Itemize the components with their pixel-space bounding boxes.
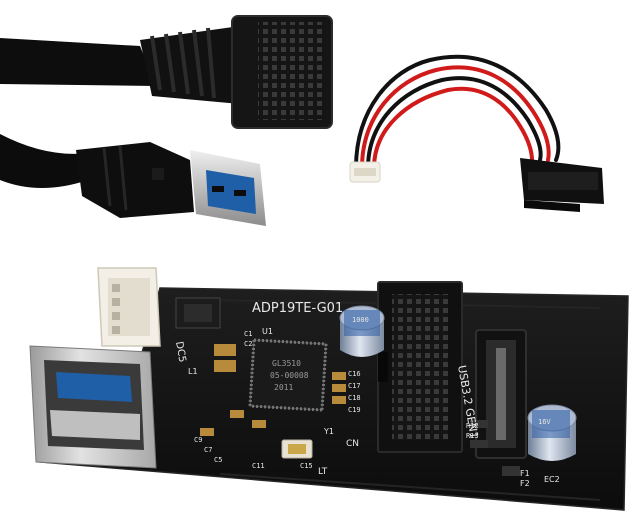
chip-marking-line-2: 05-00008 — [270, 371, 309, 380]
jst-connector — [349, 161, 381, 183]
silk-ec2: EC2 — [544, 475, 560, 484]
silk-c18: C18 — [348, 394, 361, 402]
internal-header-connector — [140, 15, 333, 129]
board-model-label: ADP19TE-G01 — [252, 301, 343, 316]
chip-marking-line-1: GL3510 — [272, 359, 301, 368]
flat-cable-upper — [0, 38, 156, 86]
usb-header-cable — [0, 15, 333, 226]
usb-a-port — [29, 345, 157, 469]
silk-y1: Y1 — [323, 427, 334, 436]
silk-f2: F2 — [520, 479, 530, 488]
silk-c17: C17 — [348, 382, 361, 390]
usb-port-tongue — [56, 372, 132, 402]
silk-c1: C1 — [244, 330, 252, 338]
silk-c15: C15 — [300, 462, 313, 470]
silk-dc5: DC5 — [173, 341, 187, 364]
silk-l1: L1 — [188, 367, 198, 376]
board-jst-connector — [97, 267, 161, 347]
power-wires — [354, 54, 561, 170]
key-a-port — [475, 329, 527, 459]
usb-a-plug — [76, 142, 266, 226]
header-grip-ribs — [150, 27, 216, 99]
silk-u1: U1 — [262, 327, 273, 336]
box-header-20pin — [377, 281, 463, 453]
hub-ic-chip: GL3510 05-00008 2011 — [248, 338, 328, 412]
smd-components — [175, 297, 520, 476]
usb-plug-tongue — [206, 170, 256, 214]
silk-c5: C5 — [214, 456, 222, 464]
silk-c19: C19 — [348, 406, 361, 414]
crystal-oscillator — [281, 439, 313, 459]
silk-c2: C2 — [244, 340, 252, 348]
capacitor-2 — [527, 404, 577, 461]
sata-power-cable — [349, 54, 604, 212]
silk-lt: LT — [318, 467, 328, 477]
capacitor-marking-1: 1000 — [352, 316, 369, 324]
silk-c11: C11 — [252, 462, 265, 470]
flat-cable-lower — [0, 134, 96, 188]
capacitor-1 — [339, 305, 385, 357]
silk-r12: R12 — [466, 422, 479, 430]
capacitor-marking-2: 16V — [538, 418, 551, 426]
silk-c7: C7 — [204, 446, 212, 454]
chip-marking-line-3: 2011 — [274, 383, 293, 392]
silk-c9: C9 — [194, 436, 202, 444]
silk-c16: C16 — [348, 370, 361, 378]
silk-cn: CN — [346, 439, 359, 449]
sata-power-connector — [520, 158, 604, 212]
silk-f1: F1 — [520, 469, 530, 478]
silk-r13: R13 — [466, 432, 479, 440]
